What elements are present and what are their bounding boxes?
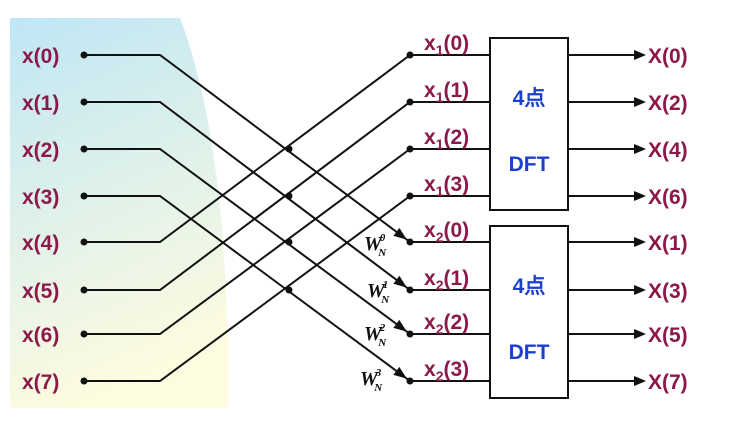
mid-label-lower-2: x2(2) [424,311,469,337]
arrow-3 [393,366,407,379]
out-arrow-4 [634,237,646,247]
wires-layer [84,37,646,399]
dft-box-line2-1: DFT [509,341,550,364]
wire-4 [84,54,411,243]
input-label-3: x(3) [22,186,59,209]
cross-node-2 [285,238,293,246]
input-node-1 [80,98,88,106]
output-label-5: X(3) [648,280,688,303]
output-label-3: X(6) [648,186,688,209]
mid-node-3 [406,192,414,200]
mid-node-6 [406,330,414,338]
mid-node-5 [406,286,414,294]
input-node-0 [80,51,88,59]
mid-label-upper-0: x1(0) [424,32,469,58]
cross-node-0 [285,145,293,153]
input-label-5: x(5) [22,280,59,303]
cross-node-3 [285,286,293,294]
input-label-6: x(6) [22,324,59,347]
input-label-2: x(2) [22,139,59,162]
arrow-2 [393,319,407,332]
mid-label-upper-3: x1(3) [424,173,469,199]
mid-node-0 [406,51,414,59]
wire-6 [84,148,411,335]
labels-layer: x(0) x(1) x(2) x(3) x(4) x(5) x(6) x(7) x1(0) x1(… [22,32,688,394]
cross-node-1 [285,192,293,200]
mid-label-lower-0: x2(0) [424,219,469,245]
mid-node-2 [406,145,414,153]
output-label-7: X(7) [648,371,688,394]
out-arrow-7 [634,376,646,386]
mid-node-4 [406,238,414,246]
mid-node-1 [406,98,414,106]
out-arrow-5 [634,285,646,295]
wire-2 [84,148,411,335]
input-node-6 [80,330,88,338]
input-label-4: x(4) [22,232,59,255]
mid-label-upper-1: x1(1) [424,79,469,105]
input-node-5 [80,286,88,294]
input-node-2 [80,145,88,153]
wire-0 [84,54,411,243]
output-label-4: X(1) [648,232,688,255]
wire-5 [84,101,411,291]
input-node-4 [80,238,88,246]
out-arrow-2 [634,144,646,154]
out-arrow-1 [634,97,646,107]
out-arrow-0 [634,50,646,60]
wire-1 [84,101,411,291]
dft-box-1 [489,225,569,399]
mid-node-7 [406,377,414,385]
background-shape [10,18,229,408]
output-label-1: X(2) [648,92,688,115]
arrow-1 [393,275,407,288]
input-label-7: x(7) [22,371,59,394]
output-label-6: X(5) [648,324,688,347]
input-label-1: x(1) [22,92,59,115]
arrow-0 [393,227,407,240]
mid-label-lower-1: x2(1) [424,267,469,293]
mid-label-lower-3: x2(3) [424,358,469,384]
dft-box-0 [489,37,569,211]
dft-box-line1-1: 4点 [513,274,546,298]
nodes-layer [80,51,414,385]
input-node-7 [80,377,88,385]
dft-box-line1-0: 4点 [513,86,546,110]
output-label-2: X(4) [648,139,688,162]
out-arrow-3 [634,191,646,201]
wire-7 [84,195,411,382]
input-label-0: x(0) [22,45,59,68]
wire-3 [84,195,411,382]
mid-label-upper-2: x1(2) [424,126,469,152]
output-label-0: X(0) [648,45,688,68]
out-arrow-6 [634,329,646,339]
dft-box-line2-0: DFT [509,153,550,176]
input-node-3 [80,192,88,200]
